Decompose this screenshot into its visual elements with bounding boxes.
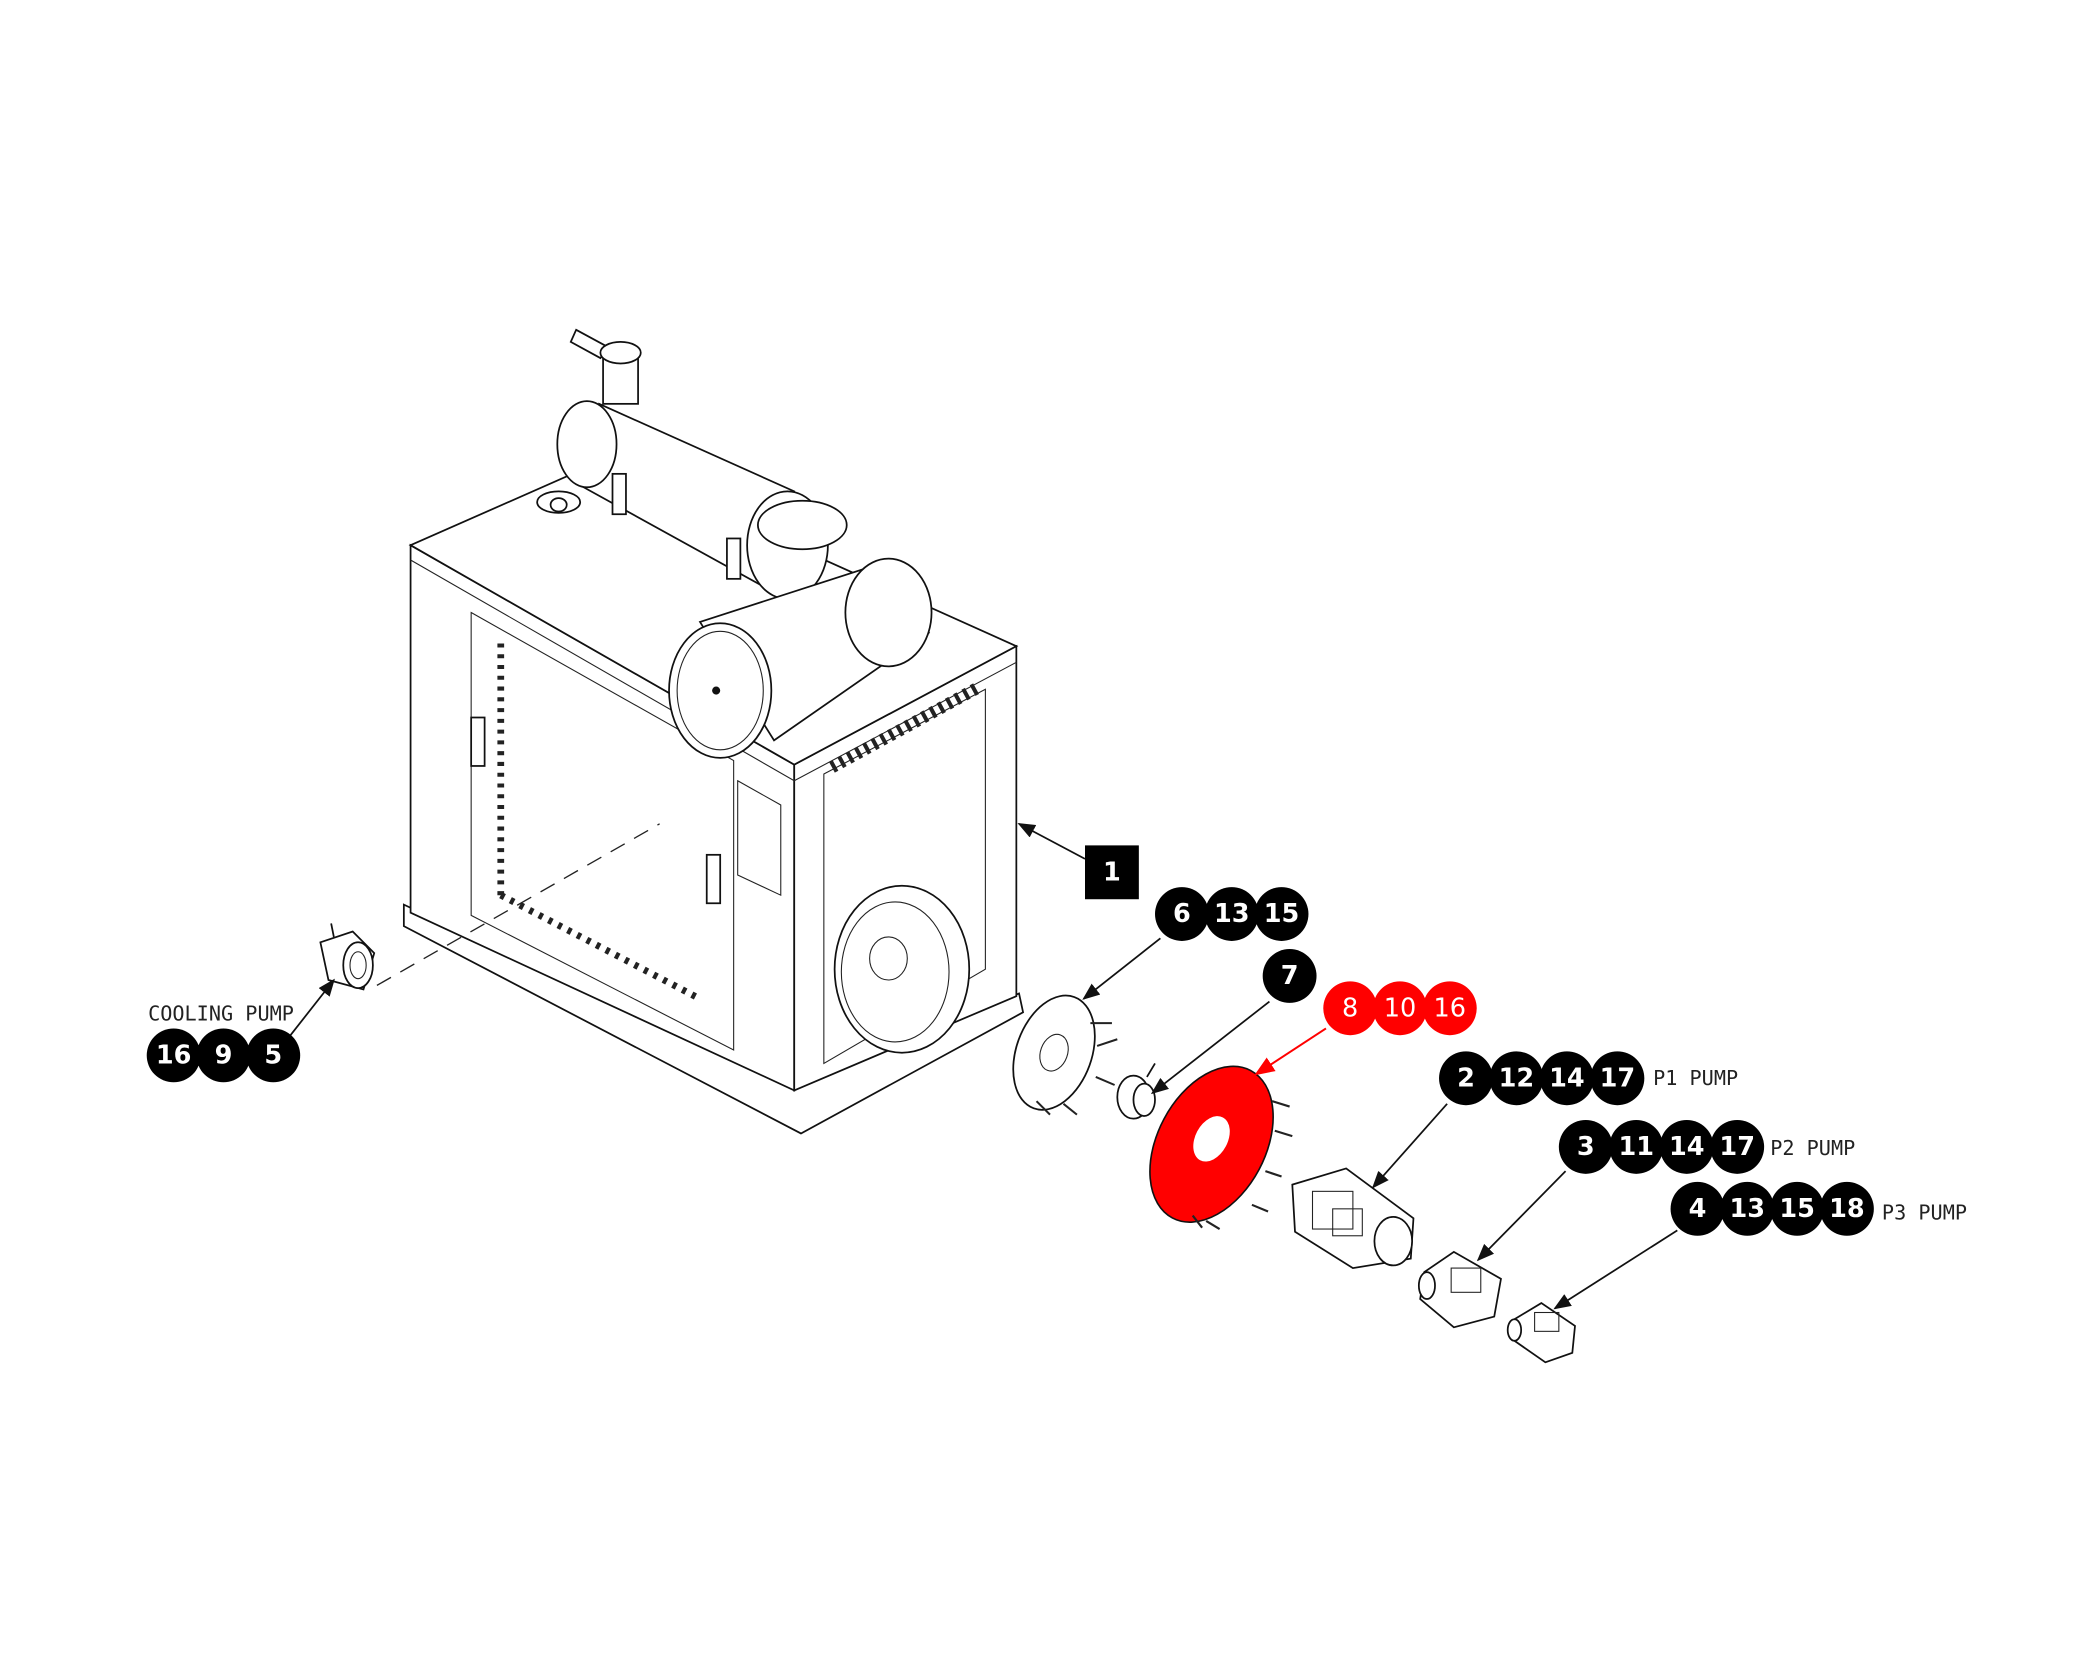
balloon-number: 8 xyxy=(1342,993,1358,1023)
callout-label: P1 PUMP xyxy=(1653,1066,1738,1090)
pump-housing-highlighted[interactable] xyxy=(1125,1045,1298,1243)
balloon-number: 7 xyxy=(1281,961,1299,991)
balloon-circle xyxy=(1670,1181,1725,1236)
balloon-circle xyxy=(1710,1120,1765,1174)
balloon-circle xyxy=(1558,1120,1613,1174)
balloon-number: 16 xyxy=(156,1040,192,1070)
balloon-number: 6 xyxy=(1173,899,1191,929)
balloon-circle xyxy=(146,1028,201,1083)
flywheel-icon xyxy=(833,884,971,1054)
balloon-number: 10 xyxy=(1384,993,1417,1023)
balloon-number: 16 xyxy=(1434,993,1467,1023)
balloon-number: 5 xyxy=(264,1040,282,1070)
balloon-number: 4 xyxy=(1689,1194,1707,1224)
callout-label: P2 PUMP xyxy=(1770,1136,1855,1160)
vent-slots-icon xyxy=(497,643,983,1002)
balloon-number: 14 xyxy=(1549,1063,1585,1093)
cooling-pump-icon xyxy=(319,923,376,991)
balloon-circle xyxy=(1155,887,1209,941)
p1-pump-icon xyxy=(1291,1167,1415,1269)
housing-callout[interactable]: 8 10 16 xyxy=(1323,981,1477,1036)
balloon-number: 18 xyxy=(1829,1194,1865,1224)
balloon-number: 15 xyxy=(1264,899,1300,929)
item-number: 1 xyxy=(1103,857,1121,887)
callout-label: COOLING PUMP xyxy=(148,1001,294,1025)
p3-pump-callout[interactable]: 4 13 15 18 P3 PUMP xyxy=(1670,1181,1967,1236)
balloon-circle xyxy=(1609,1120,1664,1174)
balloon-number: 14 xyxy=(1669,1132,1705,1162)
balloon-circle xyxy=(1323,981,1378,1036)
balloon-circle xyxy=(1373,981,1427,1036)
balloon-circle xyxy=(1720,1181,1775,1236)
balloon-circle xyxy=(1422,981,1477,1036)
dashed-assembly-line xyxy=(376,823,660,986)
balloon-circle xyxy=(1439,1051,1493,1106)
muffler-icon xyxy=(556,328,829,600)
p2-pump-callout[interactable]: 3 11 14 17 P2 PUMP xyxy=(1558,1120,1855,1174)
balloon-circle xyxy=(1204,887,1259,941)
balloon-circle xyxy=(1590,1051,1645,1106)
adapter-plate-callout[interactable]: 6 13 15 xyxy=(1155,887,1309,941)
callout-balloons: 16 9 5 COOLING PUMP 6 13 15 7 8 10 16 2 12 14 17 P1 PUM… xyxy=(146,887,1967,1236)
balloon-number: 13 xyxy=(1730,1194,1766,1224)
balloon-number: 9 xyxy=(215,1040,233,1070)
balloon-circle xyxy=(246,1028,301,1083)
balloon-number: 13 xyxy=(1214,899,1250,929)
balloon-circle xyxy=(1489,1051,1544,1106)
balloon-number: 17 xyxy=(1719,1132,1755,1162)
balloon-number: 11 xyxy=(1618,1132,1654,1162)
balloon-circle xyxy=(1262,949,1317,1003)
balloon-circle xyxy=(1659,1120,1714,1174)
cooling-pump-callout[interactable]: 16 9 5 COOLING PUMP xyxy=(146,1001,301,1083)
balloon-circle xyxy=(1254,887,1309,941)
p1-pump-callout[interactable]: 2 12 14 17 P1 PUMP xyxy=(1439,1051,1738,1106)
balloon-number: 3 xyxy=(1577,1132,1595,1162)
p2-pump-icon xyxy=(1417,1250,1502,1329)
p3-pump-icon xyxy=(1506,1302,1576,1364)
balloon-number: 15 xyxy=(1779,1194,1815,1224)
leader-lines xyxy=(288,823,1678,1310)
balloon-circle xyxy=(196,1028,251,1083)
balloon-number: 2 xyxy=(1457,1063,1475,1093)
balloon-circle xyxy=(1770,1181,1825,1236)
item-1-callout[interactable]: 1 xyxy=(1085,845,1139,900)
balloon-circle xyxy=(1540,1051,1594,1106)
air-filter-icon xyxy=(668,499,933,759)
coupling-icon xyxy=(1116,1063,1156,1120)
callout-label: P3 PUMP xyxy=(1882,1201,1967,1225)
balloon-number: 17 xyxy=(1600,1063,1636,1093)
engine-enclosure xyxy=(402,459,1025,1135)
balloon-circle xyxy=(1820,1181,1874,1236)
balloon-number: 12 xyxy=(1499,1063,1535,1093)
coupling-callout[interactable]: 7 xyxy=(1262,949,1317,1003)
adapter-plate-icon xyxy=(1012,994,1118,1116)
